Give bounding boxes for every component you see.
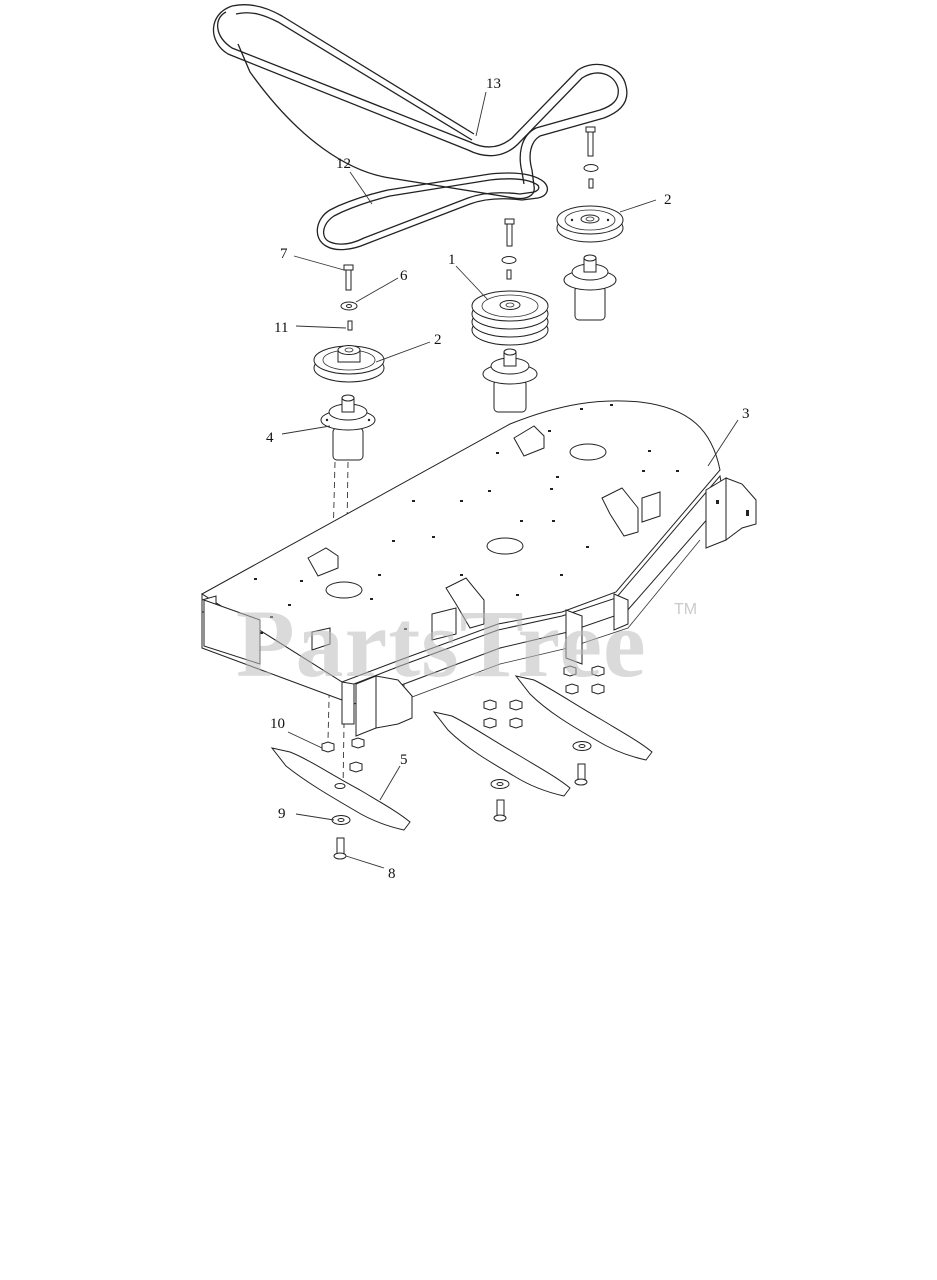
callout-13: 13 xyxy=(486,76,501,92)
bolt-right[interactable] xyxy=(583,126,599,189)
blade-5-left[interactable] xyxy=(270,747,411,831)
callout-3: 3 xyxy=(742,406,750,422)
spindle-4-left[interactable] xyxy=(320,394,376,461)
callout-4: 4 xyxy=(266,430,274,446)
callout-9: 9 xyxy=(278,806,286,822)
pulley-1-double[interactable] xyxy=(471,290,549,346)
watermark: PartsTree TM xyxy=(236,590,697,697)
watermark-text: PartsTree xyxy=(236,590,647,697)
washer-right[interactable] xyxy=(572,741,592,751)
callout-11: 11 xyxy=(274,320,288,336)
pulley-2-left[interactable] xyxy=(313,345,385,383)
deck-housing-3[interactable] xyxy=(201,400,757,737)
callout-2-right: 2 xyxy=(664,192,672,208)
spindle-center[interactable] xyxy=(482,348,538,413)
leader-lines xyxy=(281,91,739,869)
callout-7: 7 xyxy=(280,246,288,262)
bolt-7[interactable] xyxy=(343,264,354,291)
bolt-center[interactable] xyxy=(501,218,517,280)
callout-6: 6 xyxy=(400,268,408,284)
callout-5: 5 xyxy=(400,752,408,768)
bolt-right-blade[interactable] xyxy=(574,763,588,786)
washer-9[interactable] xyxy=(331,815,351,825)
pulley-2-right[interactable] xyxy=(556,205,624,243)
callout-10: 10 xyxy=(270,716,285,732)
callout-1: 1 xyxy=(448,252,456,268)
spindle-right[interactable] xyxy=(563,254,617,321)
washer-6[interactable] xyxy=(340,301,358,311)
callout-2-left: 2 xyxy=(434,332,442,348)
belt-12[interactable] xyxy=(316,172,549,251)
blade-center[interactable] xyxy=(432,711,571,797)
bolt-8[interactable] xyxy=(333,837,347,860)
blade-right[interactable] xyxy=(514,675,653,761)
bolt-center-blade[interactable] xyxy=(493,799,507,822)
washer-center[interactable] xyxy=(490,779,510,789)
watermark-trademark: TM xyxy=(674,601,697,618)
belt-13[interactable] xyxy=(212,4,628,200)
nuts-10[interactable] xyxy=(321,665,605,773)
key-11[interactable] xyxy=(347,320,353,331)
callout-labels: 13 12 2 1 7 6 11 2 4 3 5 10 9 8 xyxy=(266,76,750,882)
callout-8: 8 xyxy=(388,866,396,882)
callout-12: 12 xyxy=(336,156,351,172)
